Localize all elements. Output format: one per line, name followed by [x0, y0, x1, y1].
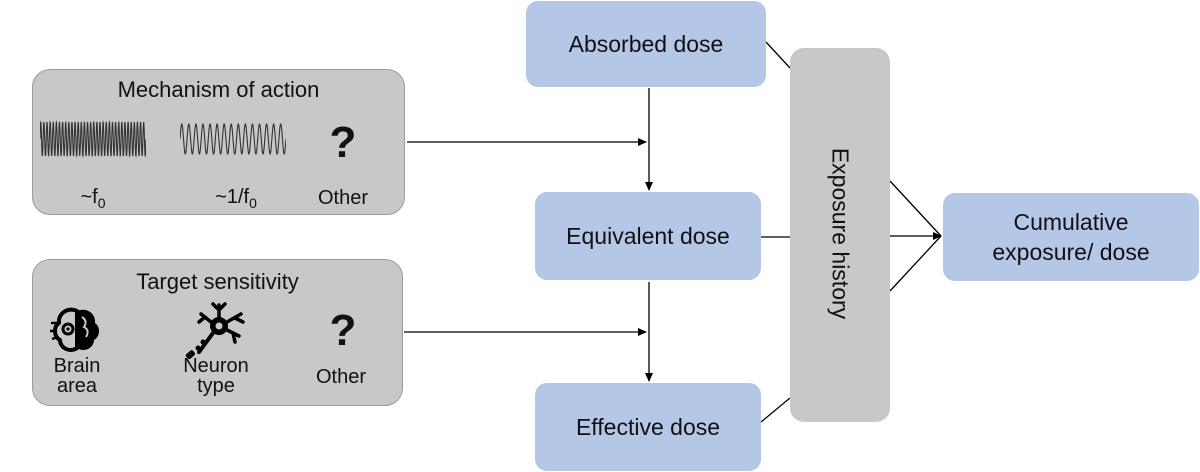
label-neuron-type: Neuron type	[171, 356, 261, 396]
label-f0-prefix: ~f	[80, 186, 98, 208]
label-f0-sub: 0	[97, 195, 106, 211]
equivalent-dose-box: Equivalent dose	[535, 192, 761, 280]
line-history-to-cumulative-top	[889, 180, 942, 237]
label-brain-line2: area	[56, 375, 98, 397]
mechanism-question-icon: ?	[329, 118, 357, 167]
exposure-history-box: Exposure history	[790, 48, 890, 422]
label-inverse-f0-prefix: ~1/f	[215, 186, 250, 208]
label-f0: ~f0	[63, 186, 123, 211]
cumulative-line1: Cumulative	[1013, 209, 1129, 235]
label-neuron-line2: type	[197, 375, 235, 397]
cumulative-dose-box: Cumulative exposure/ dose	[943, 193, 1199, 281]
absorbed-dose-box: Absorbed dose	[526, 1, 766, 87]
label-inverse-f0: ~1/f0	[191, 186, 281, 211]
high-frequency-wave-icon	[40, 120, 146, 158]
cumulative-line2: exposure/ dose	[992, 239, 1150, 265]
brain-gear-icon	[50, 307, 100, 352]
exposure-history-label: Exposure history	[827, 147, 854, 320]
label-neuron-line1: Neuron	[183, 355, 249, 377]
sensitivity-question-icon: ?	[329, 306, 357, 355]
mechanism-panel: Mechanism of action ? ~f0 ~1/f0 Other	[32, 69, 405, 215]
line-absorbed-to-history	[765, 41, 791, 69]
label-brain-line1: Brain	[53, 355, 101, 377]
label-sensitivity-other: Other	[315, 366, 367, 388]
low-frequency-wave-icon	[180, 123, 286, 155]
sensitivity-title: Target sensitivity	[136, 269, 299, 294]
line-history-to-cumulative-bottom	[889, 235, 942, 292]
sensitivity-panel: Target sensitivity ? Brain area Neuron t…	[32, 259, 403, 406]
label-brain-area: Brain area	[45, 356, 109, 396]
neuron-icon	[185, 302, 245, 360]
line-effective-to-history	[760, 397, 791, 423]
label-inverse-f0-sub: 0	[249, 195, 257, 211]
mechanism-title: Mechanism of action	[117, 77, 320, 102]
label-mechanism-other: Other	[317, 187, 369, 209]
effective-dose-box: Effective dose	[535, 383, 761, 471]
